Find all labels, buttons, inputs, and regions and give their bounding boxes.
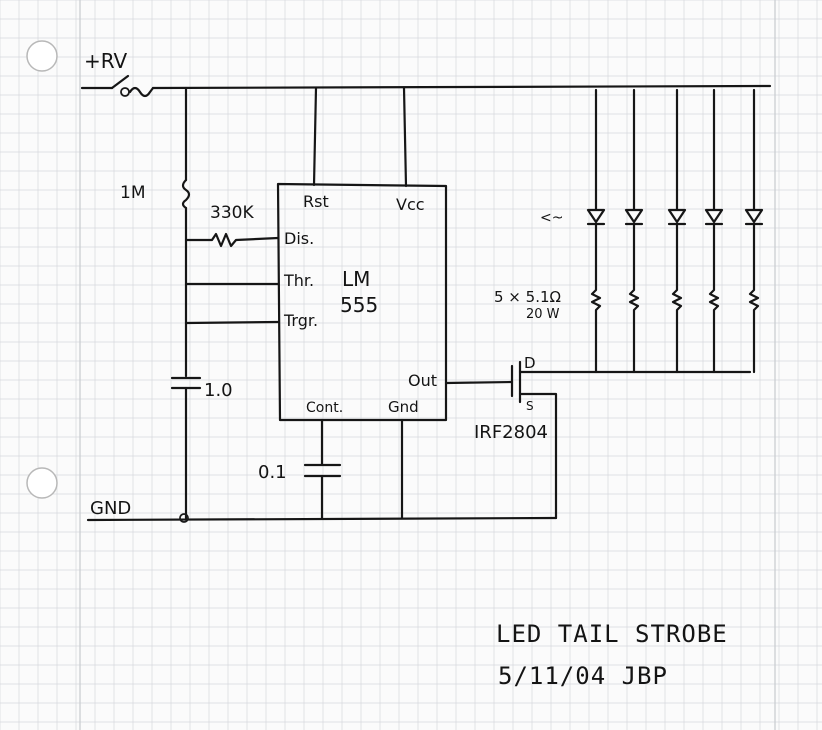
title-line-2: 5/11/04 JBP — [498, 662, 668, 690]
led-string-3 — [667, 88, 687, 374]
led-string-2 — [624, 88, 644, 374]
ground-label: GND — [90, 498, 131, 519]
mosfet-drain-label: D — [524, 354, 536, 372]
pin-trigger-label: Trgr. — [283, 311, 318, 330]
c-timing-label: 1.0 — [204, 380, 233, 401]
pin-output-label: Out — [408, 371, 437, 390]
r-discharge-label: 330K — [210, 203, 254, 223]
pin-control-label: Cont. — [306, 400, 343, 416]
pin-threshold-label: Thr. — [283, 271, 314, 290]
mosfet-source-label: S — [526, 399, 534, 413]
pin-discharge-label: Dis. — [284, 229, 314, 248]
ground-rail — [86, 516, 558, 522]
supply-label: +RV — [84, 49, 128, 73]
r-timing-label: 1M — [120, 183, 145, 203]
control-capacitor — [303, 418, 342, 520]
c-control-label: 0.1 — [258, 462, 287, 483]
binder-hole-bottom — [26, 467, 58, 499]
reset-wire — [312, 86, 318, 187]
led-string-5 — [744, 88, 764, 374]
title-line-1: LED TAIL STROBE — [496, 620, 728, 648]
led-string-1 — [586, 88, 606, 374]
ic-555-body — [276, 182, 448, 422]
pin-ground-label: Gnd — [388, 398, 419, 416]
led-strings — [586, 88, 764, 374]
ic-part-line1: LM — [342, 267, 370, 291]
timing-resistor-1m — [181, 86, 191, 378]
mosfet-part-label: IRF2804 — [474, 422, 548, 443]
supply-rail — [151, 84, 772, 90]
vcc-wire — [402, 86, 408, 188]
led-light-symbol: <~ — [540, 210, 563, 226]
trigger-wire — [184, 320, 280, 325]
led-string-4 — [704, 88, 724, 374]
discharge-resistor-330k — [184, 232, 280, 248]
pin-reset-label: Rst — [303, 192, 329, 211]
ic-part-line2: 555 — [340, 293, 378, 317]
supply-switch — [80, 74, 155, 98]
led-resistors-label-2: 20 W — [526, 307, 560, 322]
ground-junction — [179, 513, 189, 523]
led-resistors-label-1: 5 × 5.1Ω — [494, 288, 561, 306]
pin-vcc-label: Vcc — [396, 195, 425, 214]
binder-hole-top — [26, 40, 58, 72]
timing-capacitor — [170, 376, 202, 520]
